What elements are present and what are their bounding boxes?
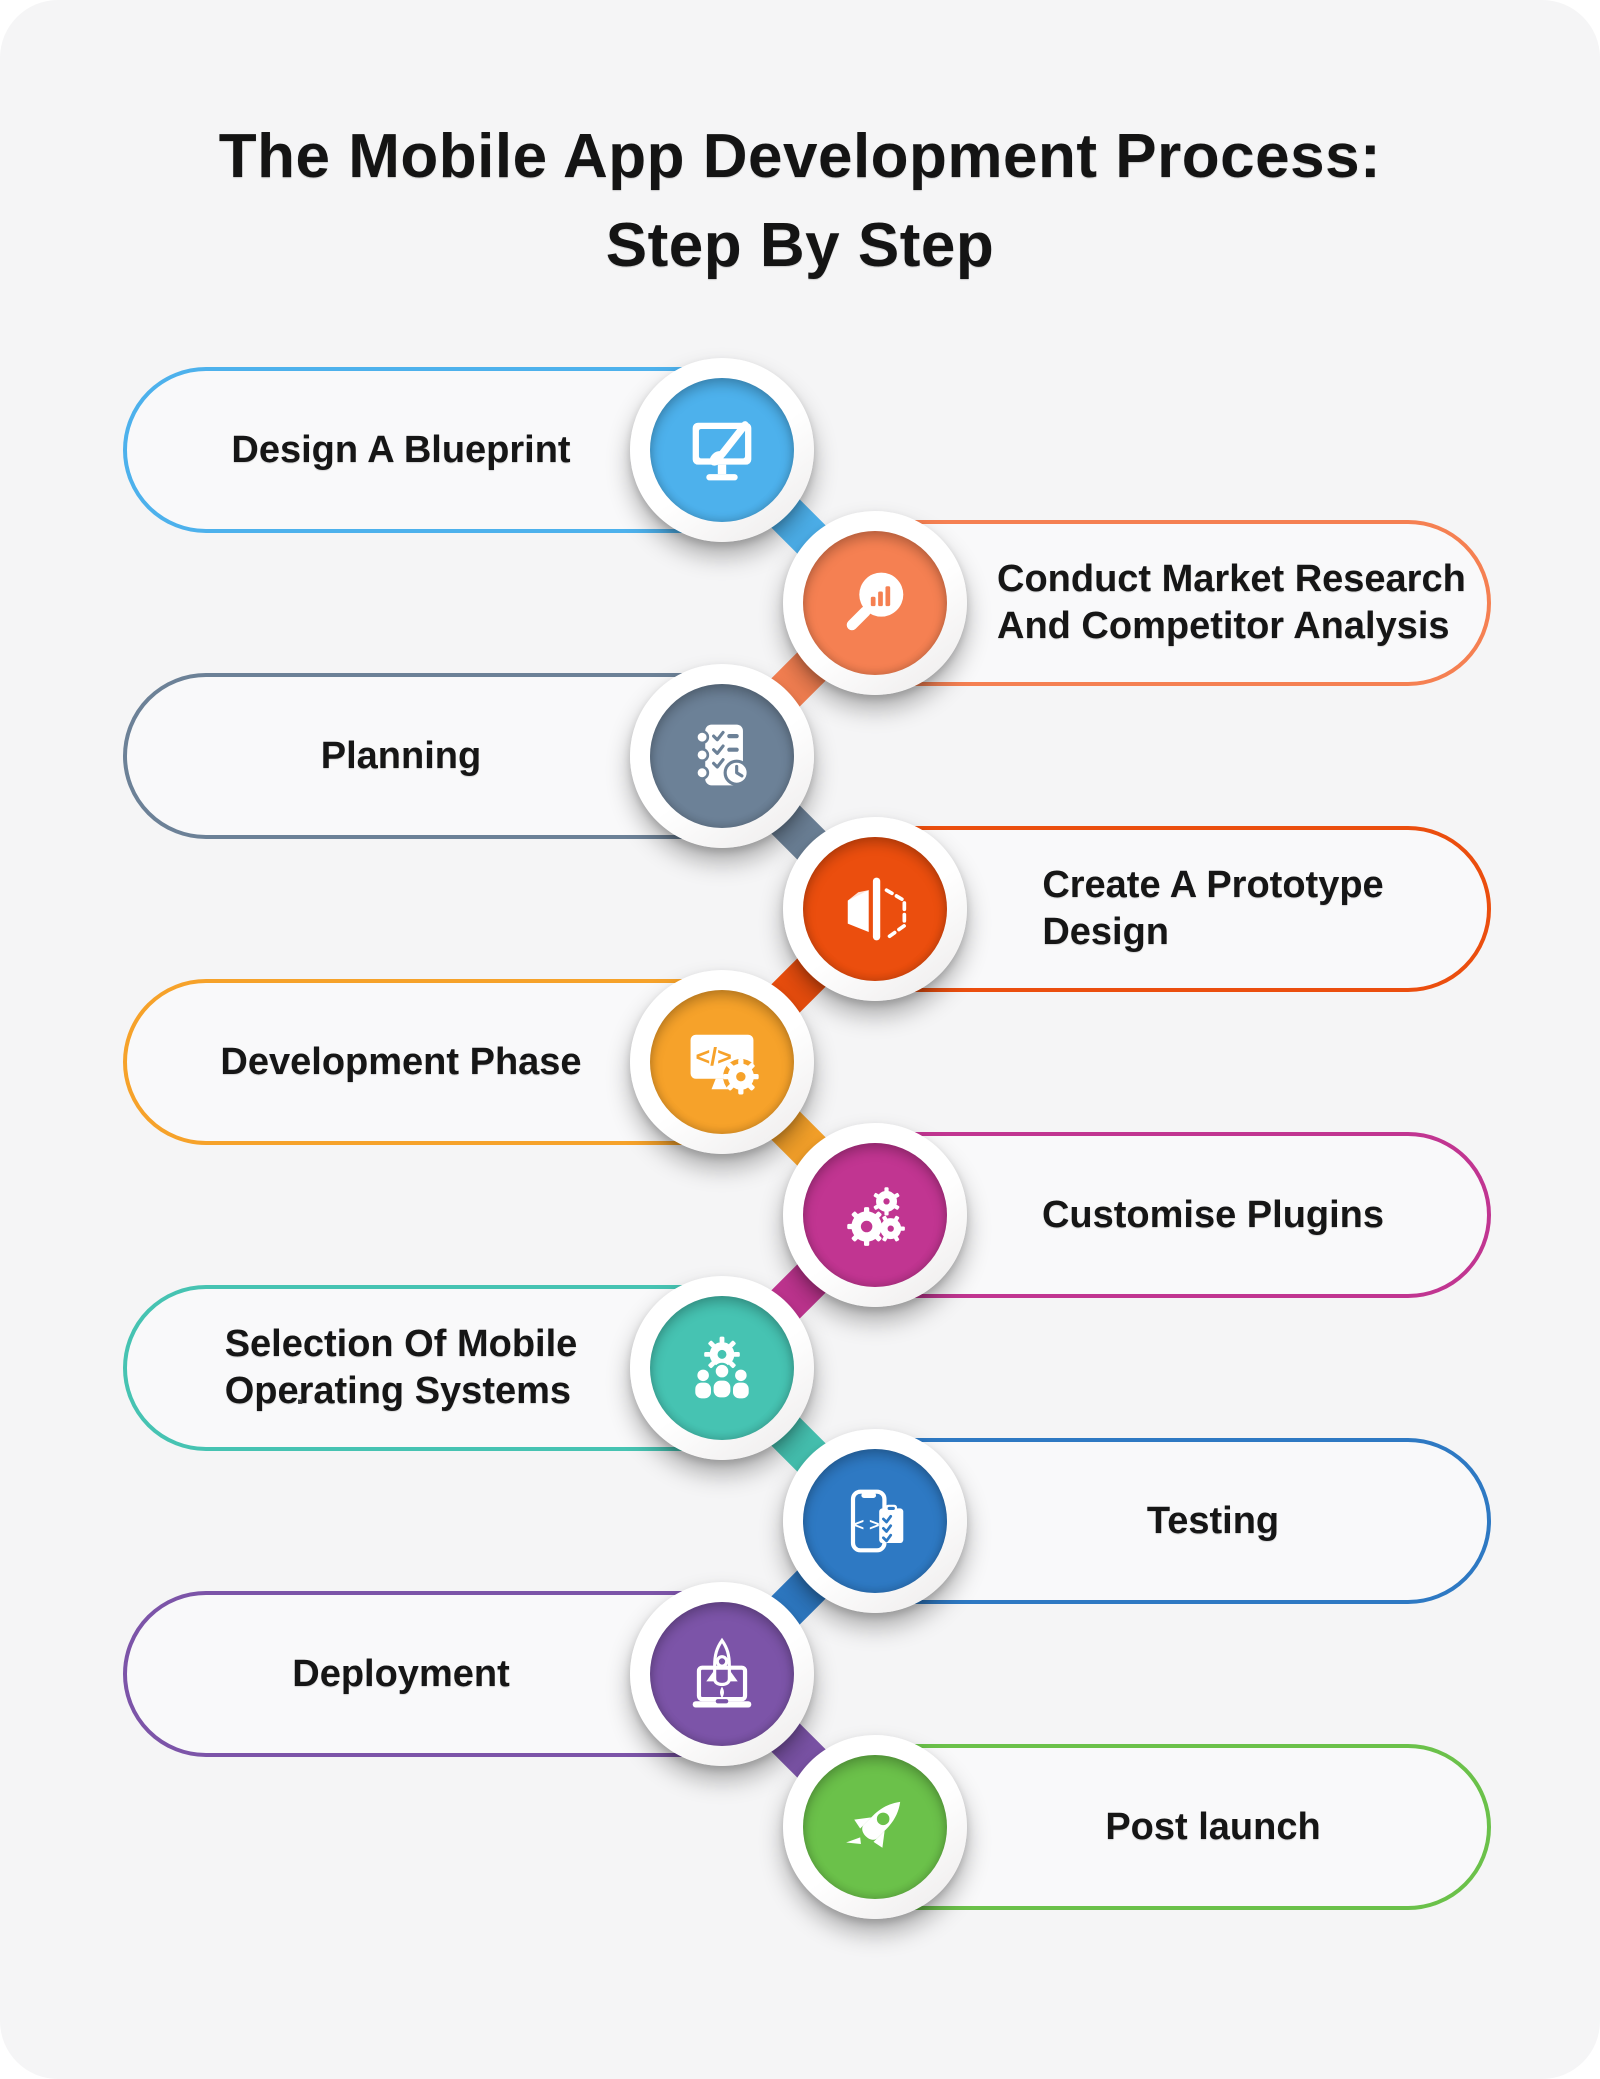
page-title-line1: The Mobile App Development Process: [218, 122, 1382, 191]
step-label: Create A Prototype [1042, 864, 1384, 906]
page-title: The Mobile App Development Process: Step… [0, 112, 1600, 290]
step-label-line2: Design [1042, 911, 1170, 953]
step-label-line2: And Competitor Analysis [997, 605, 1450, 647]
circle-ring [783, 817, 967, 1001]
step-circle-prototype [783, 817, 967, 1001]
plugins-gears-icon [847, 1187, 905, 1246]
market-research-magnifier-chart-icon [846, 572, 904, 631]
step-label-block: Create A Prototype Design [1042, 862, 1383, 956]
step-label: Planning [320, 734, 482, 777]
step-label-block: Conduct Market Research And Competitor A… [997, 556, 1466, 650]
step-circle-development: </> [630, 970, 814, 1154]
step-label-block: Development Phase [220, 1039, 581, 1086]
svg-text:< >: < > [854, 1514, 880, 1534]
step-circle-plugins [783, 1123, 967, 1307]
circle-ring [630, 664, 814, 848]
circle-fill: </> [650, 990, 794, 1134]
step-label: Post launch [1105, 1805, 1321, 1848]
step-label: Development Phase [220, 1040, 582, 1083]
circle-ring: < > [783, 1429, 967, 1613]
step-circle-os-selection [630, 1276, 814, 1460]
step-label: Customise Plugins [1041, 1193, 1385, 1236]
circle-fill [650, 1602, 794, 1746]
circle-fill [650, 1296, 794, 1440]
stray-dot: . [296, 1378, 305, 1411]
circle-ring [630, 1582, 814, 1766]
step-label-line2: Operating Systems [224, 1370, 572, 1412]
step-label: Conduct Market Research [997, 558, 1466, 600]
step-label-block: Design A Blueprint [231, 427, 570, 474]
circle-ring [783, 1123, 967, 1307]
design-monitor-paintbrush-icon [692, 421, 752, 481]
post-launch-rocket-icon [846, 1801, 901, 1848]
os-selection-team-gear-icon [695, 1336, 749, 1400]
step-circle-planning [630, 664, 814, 848]
circle-fill [803, 837, 947, 981]
step-label: Selection Of Mobile [224, 1323, 578, 1365]
circle-fill: < > [803, 1449, 947, 1593]
step-label-block: Customise Plugins [1042, 1192, 1384, 1239]
circle-ring [783, 511, 967, 695]
step-label: Deployment [292, 1652, 510, 1695]
prototype-half-cube-icon [847, 877, 907, 941]
step-circle-testing: < > [783, 1429, 967, 1613]
circle-fill [803, 531, 947, 675]
step-label-block: Post launch [1105, 1804, 1320, 1851]
step-circle-post-launch [783, 1735, 967, 1919]
testing-phone-checklist-icon: < > [850, 1489, 904, 1553]
step-label-block: Testing [1147, 1498, 1279, 1545]
circle-ring [783, 1735, 967, 1919]
circle-ring [630, 1276, 814, 1460]
page-title-line2: Step By Step [605, 211, 995, 280]
step-label: Design A Blueprint [231, 428, 571, 471]
step-circle-design [630, 358, 814, 542]
circle-ring [630, 358, 814, 542]
step-label: Testing [1146, 1499, 1280, 1542]
development-code-monitor-gear-icon: </> [690, 1034, 759, 1095]
circle-fill [803, 1143, 947, 1287]
step-label-block: Deployment [292, 1651, 509, 1698]
step-label-block: Selection Of Mobile Operating Systems [225, 1321, 578, 1415]
step-circle-deployment [630, 1582, 814, 1766]
circle-fill [803, 1755, 947, 1899]
svg-text:</>: </> [695, 1043, 731, 1071]
planning-checklist-clock-icon [695, 724, 750, 786]
circle-fill [650, 378, 794, 522]
deployment-laptop-rocket-icon [692, 1637, 752, 1708]
circle-ring: </> [630, 970, 814, 1154]
step-label-block: Planning [321, 733, 481, 780]
step-circle-market-research [783, 511, 967, 695]
circle-fill [650, 684, 794, 828]
